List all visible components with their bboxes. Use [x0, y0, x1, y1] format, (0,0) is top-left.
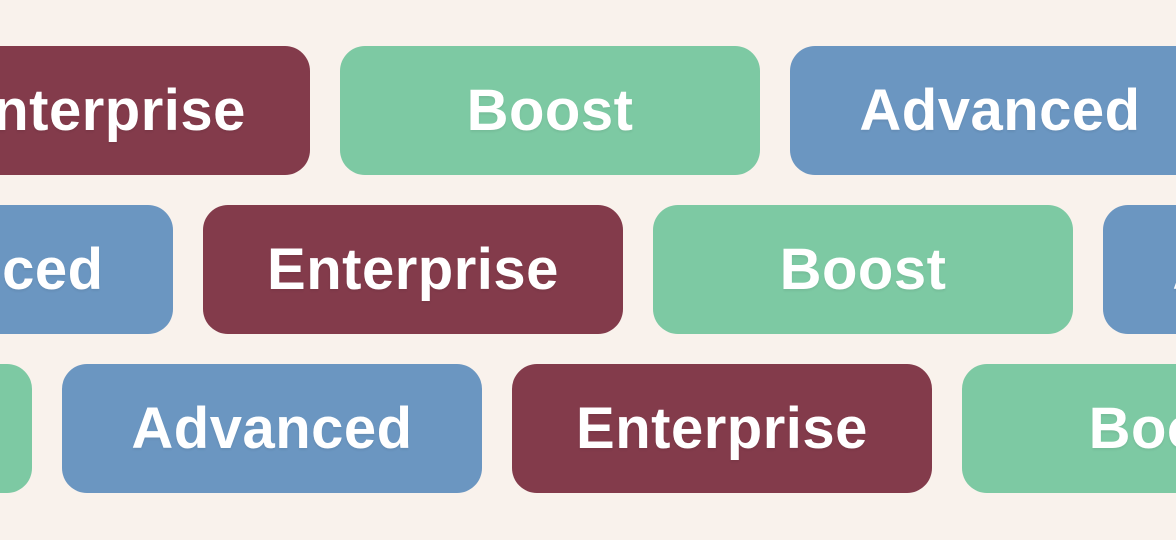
- badge-label: Enterprise: [267, 237, 559, 302]
- badge-enterprise: Enterprise: [512, 364, 932, 493]
- badge-row-middle: Advanced Enterprise Boost Advanced: [0, 205, 1176, 334]
- badge-label: Advanced: [859, 78, 1141, 143]
- badge-advanced: Advanced: [790, 46, 1176, 175]
- badge-label: Boost: [779, 237, 947, 302]
- badge-label: Boost: [466, 78, 634, 143]
- badge-label: Enterprise: [0, 78, 246, 143]
- badge-label: Enterprise: [576, 396, 868, 461]
- badge-boost: Boost: [0, 364, 32, 493]
- badge-advanced: Advanced: [0, 205, 173, 334]
- badge-advanced: Advanced: [1103, 205, 1176, 334]
- badge-label: Advanced: [0, 237, 104, 302]
- badge-enterprise: Enterprise: [203, 205, 623, 334]
- badge-label: Boost: [1088, 396, 1176, 461]
- badge-row-bottom: Boost Advanced Enterprise Boost: [0, 364, 1176, 493]
- badge-label: Advanced: [1172, 236, 1176, 303]
- badge-boost: Boost: [340, 46, 760, 175]
- badge-boost: Boost: [962, 364, 1176, 493]
- badge-enterprise: Enterprise: [0, 46, 310, 175]
- badge-boost: Boost: [653, 205, 1073, 334]
- badge-row-top: Enterprise Boost Advanced: [0, 46, 1176, 175]
- badge-label: Advanced: [131, 396, 413, 461]
- badge-advanced: Advanced: [62, 364, 482, 493]
